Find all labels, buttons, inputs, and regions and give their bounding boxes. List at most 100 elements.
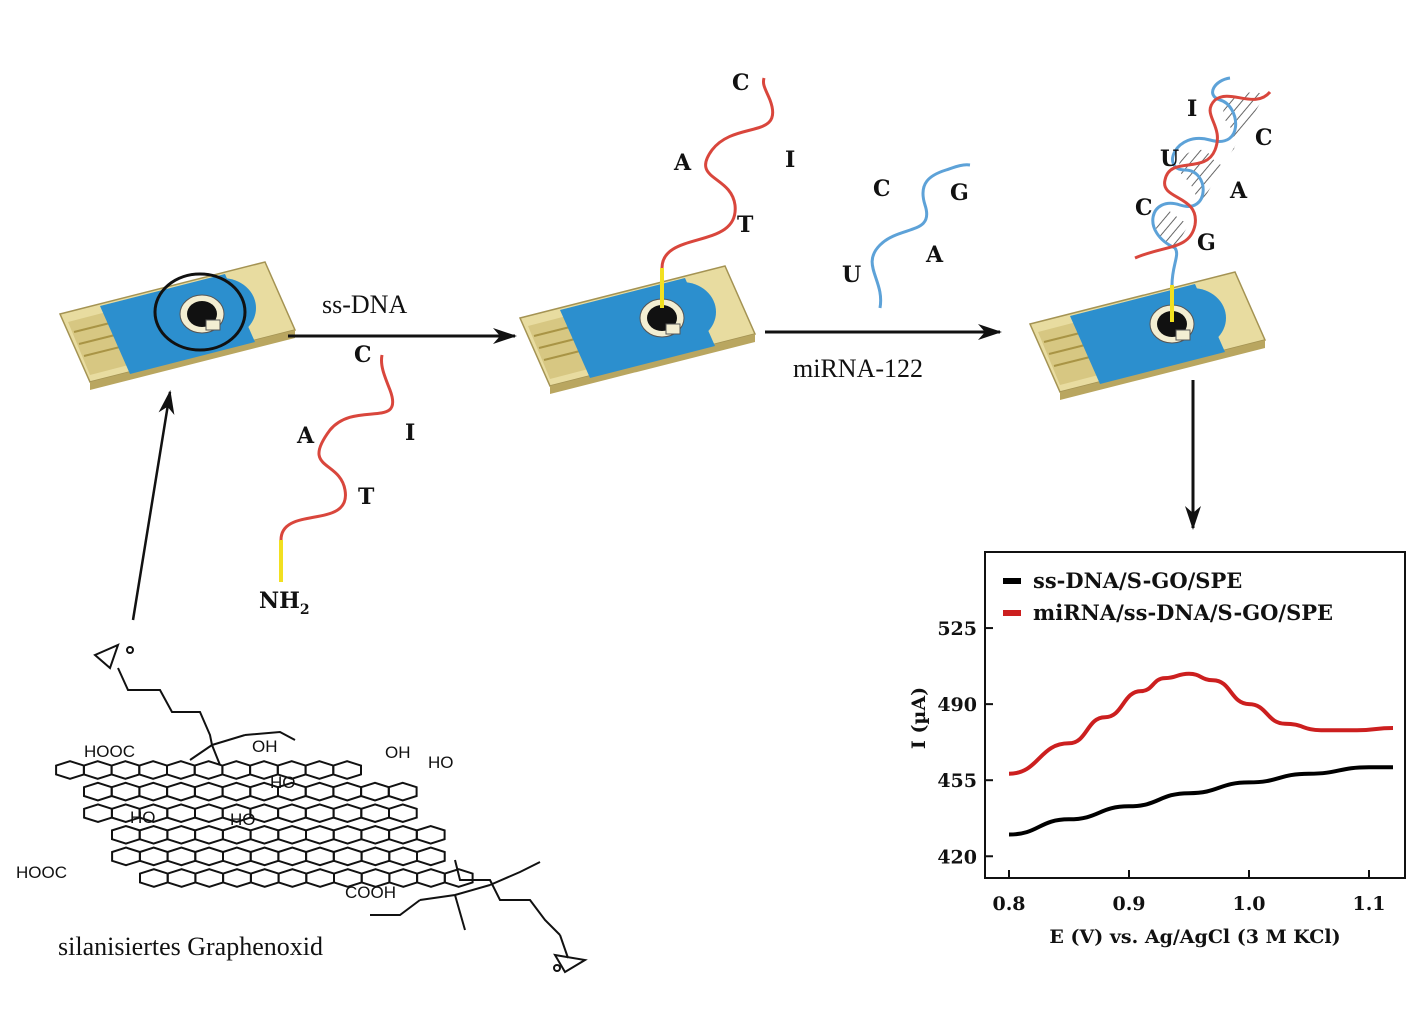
label-ho-mid1: HO	[130, 808, 156, 827]
duplex-base-g: G	[1197, 230, 1216, 256]
x-tick-label-2: 1.0	[1232, 893, 1265, 915]
electrode-bare	[59, 261, 296, 391]
label-oh-top: OH	[252, 737, 278, 756]
graphene-ring	[166, 846, 197, 867]
duplex-base-i: I	[1187, 96, 1197, 122]
legend-label-0: ss-DNA/S-GO/SPE	[1033, 568, 1242, 593]
graphene-ring	[55, 760, 85, 780]
graphene-ring	[277, 824, 307, 845]
graphene-ring	[138, 846, 169, 867]
graphene-ring	[83, 803, 113, 824]
graphene-ring	[83, 781, 113, 802]
label-oh-right: OH	[385, 743, 411, 762]
probe-strand-free: C I A T NH2	[259, 342, 415, 618]
probe-terminal-nh: NH2	[259, 588, 310, 618]
y-tick-label-0: 420	[937, 846, 977, 868]
graphene-ring	[332, 803, 363, 824]
graphene-ring	[305, 824, 335, 845]
graphene-ring	[416, 868, 446, 888]
probe-base-a: A	[296, 423, 315, 449]
x-tick-label-1: 0.9	[1112, 893, 1145, 915]
graphene-ring	[305, 846, 335, 867]
target-base-a: A	[925, 242, 944, 268]
immob-base-c: C	[732, 70, 750, 96]
graphene-ring	[222, 868, 252, 888]
y-tick-label-1: 455	[937, 770, 977, 792]
series-line-0	[1008, 765, 1393, 837]
graphene-ring	[304, 803, 335, 824]
label-hooc-left: HOOC	[16, 863, 67, 882]
graphene-ring	[166, 781, 196, 802]
graphene-ring	[360, 846, 391, 867]
electrode-with-probe	[519, 265, 756, 395]
graphene-ring	[305, 868, 335, 888]
label-ho-mid2: HO	[230, 810, 256, 829]
immob-base-a: A	[673, 150, 692, 176]
y-tick-label-2: 490	[937, 694, 977, 716]
graphene-ring	[138, 824, 169, 845]
probe-base-c: C	[354, 342, 372, 368]
graphene-ring	[332, 760, 362, 780]
graphene-ring	[304, 760, 335, 780]
probe-base-t: T	[358, 484, 375, 510]
graphene-ring	[415, 824, 446, 845]
probe-strand-immobilized: C I A T	[660, 70, 795, 308]
graphene-ring	[139, 868, 169, 888]
target-base-g: G	[950, 180, 969, 206]
graphene-ring	[277, 868, 308, 888]
step1-label: ss-DNA	[322, 290, 407, 319]
label-hooc-top: HOOC	[84, 742, 135, 761]
graphene-oxide-structure	[55, 643, 588, 974]
x-tick-label-3: 1.1	[1352, 893, 1385, 915]
graphene-ring	[194, 803, 224, 824]
y-tick-label-3: 525	[937, 618, 977, 640]
target-base-u: U	[842, 262, 861, 288]
chart-ylabel: I (µA)	[908, 687, 930, 749]
graphene-ring	[82, 760, 113, 780]
legend-label-1: miRNA/ss-DNA/S-GO/SPE	[1033, 600, 1333, 625]
duplex-base-u: U	[1160, 146, 1179, 172]
graphene-ring	[221, 760, 252, 780]
target-strand: C G A U	[842, 163, 971, 309]
graphene-ring	[193, 760, 224, 780]
duplex-base-c1: C	[1255, 125, 1273, 151]
graphene-ring	[110, 760, 141, 780]
graphene-ring	[111, 824, 141, 845]
graphene-ring	[388, 803, 418, 824]
graphene-ring	[388, 824, 418, 845]
duplex-base-a: A	[1229, 178, 1248, 204]
graphene-ring	[194, 868, 225, 888]
probe-base-i: I	[405, 420, 415, 446]
chart-xlabel: E (V) vs. Ag/AgCl (3 M KCl)	[1049, 926, 1340, 948]
graphene-ring	[304, 781, 335, 802]
graphene-ring	[193, 781, 224, 802]
graphene-ring	[166, 824, 197, 845]
graphene-ring	[222, 846, 252, 867]
graphene-ring	[138, 760, 168, 780]
graphene-ring	[166, 760, 196, 780]
graphene-ring	[249, 846, 280, 867]
graphene-chem-labels: HOOC OH OH HO HO HO HO HOOC COOH	[16, 737, 454, 902]
chart-legend: ss-DNA/S-GO/SPE miRNA/ss-DNA/S-GO/SPE	[1003, 568, 1333, 625]
graphene-ring	[194, 846, 224, 867]
target-base-c: C	[873, 176, 891, 202]
label-ho-right: HO	[428, 753, 454, 772]
graphene-ring	[138, 781, 169, 802]
graphene-ring	[360, 781, 390, 802]
graphene-caption: silanisiertes Graphenoxid	[58, 932, 323, 961]
graphene-ring	[416, 846, 446, 867]
graphene-ring	[110, 781, 141, 802]
graphene-ring	[332, 781, 363, 802]
graphene-ring	[388, 846, 418, 867]
step2-label: miRNA-122	[793, 354, 923, 383]
graphene-ring	[166, 868, 197, 888]
series-line-1	[1008, 671, 1394, 776]
graphene-ring	[443, 868, 474, 888]
graphene-ring	[194, 824, 224, 845]
label-cooh-bottom: COOH	[345, 883, 396, 902]
graphene-ring	[360, 824, 391, 845]
immob-base-i: I	[785, 147, 795, 173]
chart-frame	[984, 551, 1406, 879]
graphene-ring	[332, 824, 363, 845]
